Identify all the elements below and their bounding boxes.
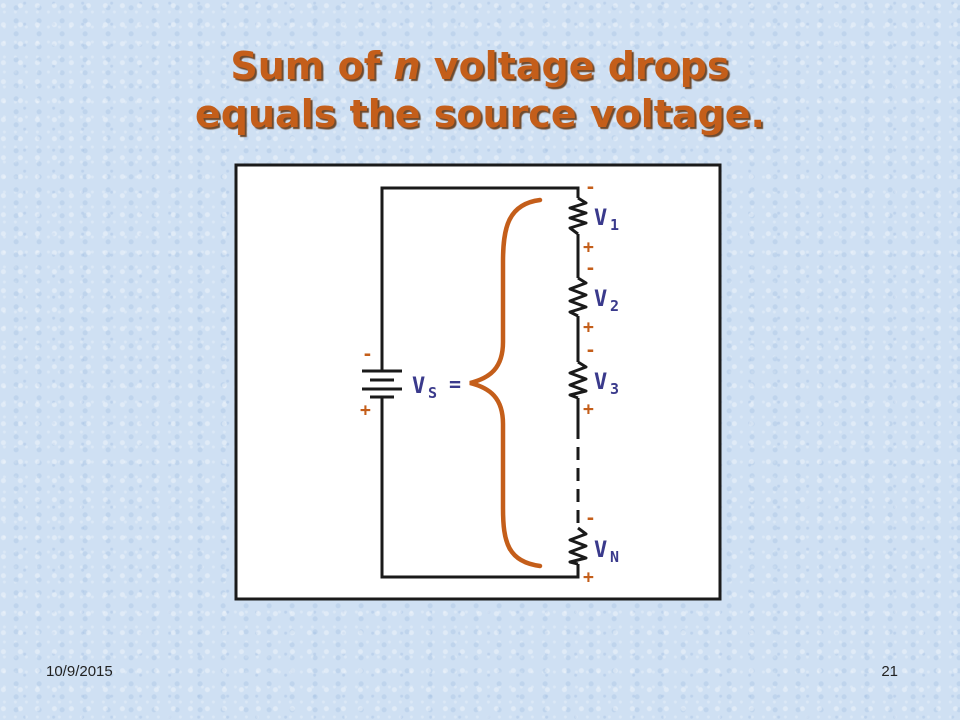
resistor-n-zigzag [568, 526, 588, 566]
r3-label: V [594, 370, 607, 395]
source-minus: - [362, 344, 373, 365]
rn-minus: - [585, 508, 596, 529]
r1-plus: + [583, 237, 594, 258]
r2-label: V [594, 287, 607, 312]
title-n: n [393, 44, 421, 88]
r3-plus: + [583, 399, 594, 420]
resistor-1-zigzag [568, 196, 588, 236]
footer-date: 10/9/2015 [46, 663, 113, 680]
bottom-wire [380, 397, 580, 579]
r2-label-subscript: 2 [610, 297, 619, 315]
resistors [568, 196, 588, 566]
r2-minus: - [585, 258, 596, 279]
source-label: V [412, 374, 425, 399]
curly-brace [469, 197, 543, 569]
battery-symbol [362, 369, 402, 399]
title-line-1-post: voltage drops [420, 44, 730, 88]
footer-page-number: 21 [881, 663, 898, 680]
r1-label: V [594, 206, 607, 231]
title-line-1-pre: Sum of [230, 44, 394, 88]
title-line-1: Sum of n voltage drops [0, 42, 960, 90]
r1-label-subscript: 1 [610, 216, 619, 234]
rn-label: V [594, 538, 607, 563]
title-line-2: equals the source voltage. [195, 92, 765, 136]
slide-title: Sum of n voltage drops equals the source… [0, 42, 960, 138]
top-wire [380, 186, 580, 370]
r3-minus: - [585, 340, 596, 361]
resistor-2-zigzag [568, 276, 588, 318]
resistor-3-zigzag [568, 360, 588, 400]
r2-plus: + [583, 317, 594, 338]
equals-sign: = [449, 372, 461, 396]
circuit-wires [380, 186, 580, 579]
source-plus: + [360, 400, 371, 421]
r3-label-subscript: 3 [610, 380, 619, 398]
rn-label-subscript: N [610, 548, 619, 566]
r1-minus: - [585, 177, 596, 198]
rn-plus: + [583, 567, 594, 588]
source-label-subscript: S [428, 384, 437, 402]
